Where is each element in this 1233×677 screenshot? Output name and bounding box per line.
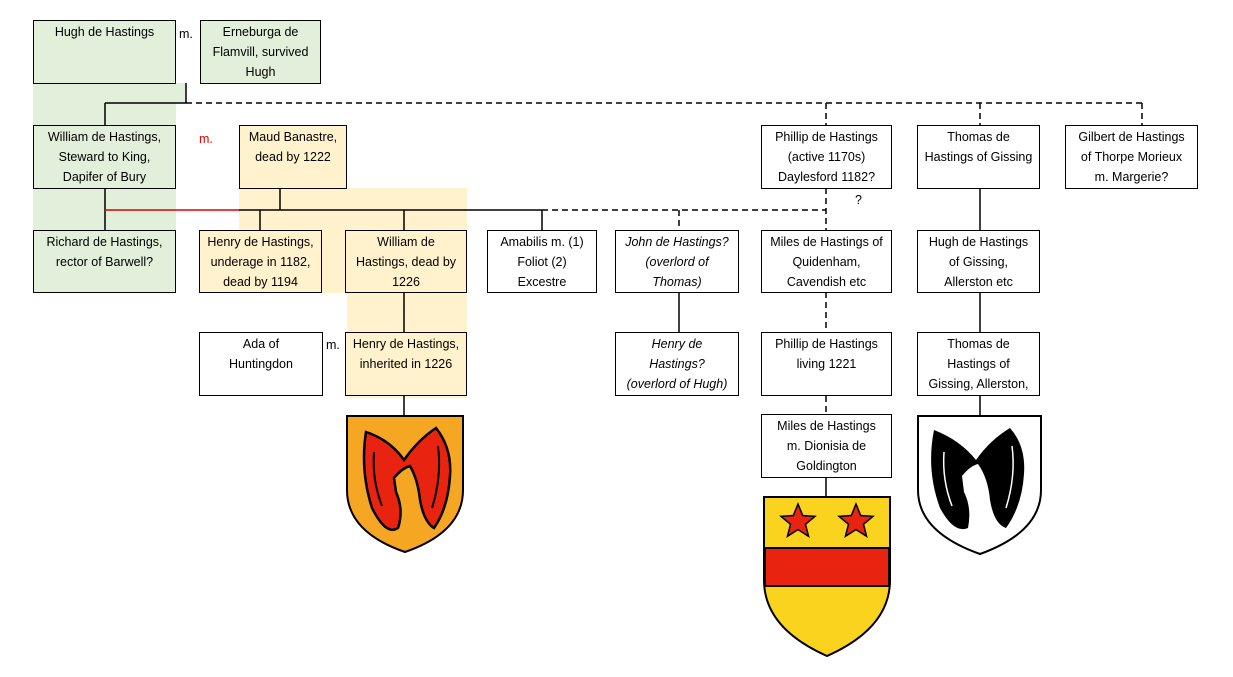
person-william2-name: William de Hastings, dead by 1226 — [355, 235, 457, 289]
marriage-label-hugh: m. — [179, 27, 193, 41]
thomas-arms-shield-icon — [917, 415, 1042, 556]
person-hugh2-name: Hugh de Hastings of Gissing, Allerston e… — [928, 235, 1029, 289]
person-william1-name: William de Hastings, Steward to King, Da… — [47, 130, 162, 184]
person-gilbert: Gilbert de Hastings of Thorpe Morieux m.… — [1065, 125, 1198, 189]
person-amabilis: Amabilis m. (1) Foliot (2) Excestre — [487, 230, 597, 293]
person-william2: William de Hastings, dead by 1226 — [345, 230, 467, 293]
person-henry1-name: Henry de Hastings, underage in 1182, dea… — [207, 235, 314, 289]
person-erneburga-name: Erneburga de Flamvill, survived Hugh — [212, 25, 309, 79]
miles-arms-shield-icon — [763, 496, 891, 658]
person-thomas1-name: Thomas de Hastings of Gissing — [924, 130, 1033, 164]
person-john: John de Hastings? (overlord of Thomas) — [615, 230, 739, 293]
person-phillip1: Phillip de Hastings (active 1170s) Dayle… — [761, 125, 892, 189]
person-henry2-name: Henry de Hastings, inherited in 1226 — [352, 337, 460, 371]
person-gilbert-name: Gilbert de Hastings of Thorpe Morieux m.… — [1078, 130, 1185, 184]
person-ada: Ada of Huntingdon — [199, 332, 323, 396]
person-hugh-name: Hugh de Hastings — [54, 25, 155, 39]
person-hugh: Hugh de Hastings — [33, 20, 176, 84]
person-maud: Maud Banastre, dead by 1222 — [239, 125, 347, 189]
person-richard: Richard de Hastings, rector of Barwell? — [33, 230, 176, 293]
person-hugh2: Hugh de Hastings of Gissing, Allerston e… — [917, 230, 1040, 293]
person-thomas2-name: Thomas de Hastings of Gissing, Allerston… — [928, 337, 1029, 391]
marriage-label-william: m. — [199, 132, 213, 146]
uncertain-mark: ? — [855, 193, 862, 207]
person-ada-name: Ada of Huntingdon — [229, 337, 293, 371]
person-erneburga: Erneburga de Flamvill, survived Hugh — [200, 20, 321, 84]
person-maud-name: Maud Banastre, dead by 1222 — [248, 130, 338, 164]
marriage-label-henry: m. — [326, 338, 340, 352]
person-phillip2: Phillip de Hastings living 1221 — [761, 332, 892, 396]
green-connector-band — [176, 83, 186, 103]
person-william1: William de Hastings, Steward to King, Da… — [33, 125, 176, 189]
person-miles2: Miles de Hastings m. Dionisia de Golding… — [761, 414, 892, 478]
person-phillip2-name: Phillip de Hastings living 1221 — [775, 337, 878, 371]
person-john-name: John de Hastings? (overlord of Thomas) — [625, 235, 729, 289]
person-phillip1-name: Phillip de Hastings (active 1170s) Dayle… — [775, 130, 878, 184]
person-henry3-name: Henry de Hastings? (overlord of Hugh) — [626, 337, 728, 391]
person-henry1: Henry de Hastings, underage in 1182, dea… — [199, 230, 322, 293]
person-thomas1: Thomas de Hastings of Gissing — [917, 125, 1040, 189]
person-miles1-name: Miles de Hastings of Quidenham, Cavendis… — [770, 235, 883, 289]
person-amabilis-name: Amabilis m. (1) Foliot (2) Excestre — [500, 235, 584, 289]
person-thomas2: Thomas de Hastings of Gissing, Allerston… — [917, 332, 1040, 396]
person-henry3: Henry de Hastings? (overlord of Hugh) — [615, 332, 739, 396]
person-richard-name: Richard de Hastings, rector of Barwell? — [46, 235, 163, 269]
person-miles1: Miles de Hastings of Quidenham, Cavendis… — [761, 230, 892, 293]
henry-arms-shield-icon — [346, 415, 464, 554]
person-henry2: Henry de Hastings, inherited in 1226 — [345, 332, 467, 396]
person-miles2-name: Miles de Hastings m. Dionisia de Golding… — [777, 419, 876, 473]
